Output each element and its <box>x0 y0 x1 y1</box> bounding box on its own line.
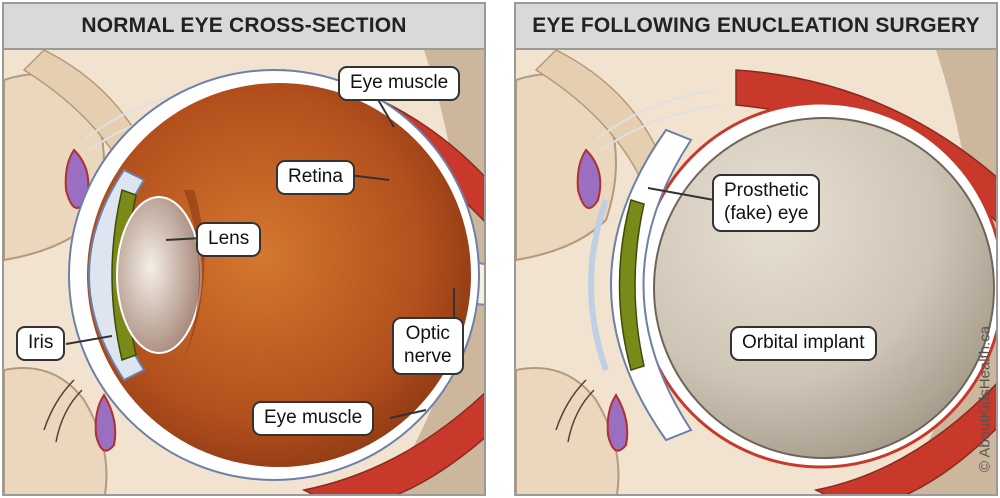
retina-label: Retina <box>276 160 355 195</box>
prosthetic-label-line1: Prosthetic <box>724 180 809 201</box>
prosthetic-pointer <box>647 187 715 201</box>
iris-label: Iris <box>16 326 66 361</box>
orbital-implant-label: Orbital implant <box>730 326 877 361</box>
lens-label: Lens <box>196 222 262 257</box>
eye-muscle-bottom-label: Eye muscle <box>252 401 375 436</box>
eye-muscle-bottom-pointer <box>389 409 427 419</box>
prosthetic-label: Prosthetic (fake) eye <box>712 174 821 232</box>
credit-text: © AboutKidsHealth.ca <box>976 325 994 473</box>
normal-eye-illustration <box>4 50 484 494</box>
optic-nerve-label-line2: nerve <box>404 345 452 367</box>
enucleation-illustration <box>516 50 996 494</box>
iris-pointer <box>65 335 113 345</box>
optic-nerve-label: Optic nerve <box>392 317 464 375</box>
retina-pointer <box>348 174 390 181</box>
eye-muscle-top-label: Eye muscle <box>338 66 461 101</box>
normal-eye-panel: NORMAL EYE CROSS-SECTION <box>2 2 486 496</box>
normal-eye-title: NORMAL EYE CROSS-SECTION <box>4 4 484 50</box>
enucleation-title: EYE FOLLOWING ENUCLEATION SURGERY <box>516 4 996 50</box>
optic-nerve-label-line1: Optic <box>405 323 450 344</box>
prosthetic-label-line2: (fake) eye <box>724 202 809 224</box>
enucleation-panel: EYE FOLLOWING ENUCLEATION SURGERY <box>514 2 998 496</box>
